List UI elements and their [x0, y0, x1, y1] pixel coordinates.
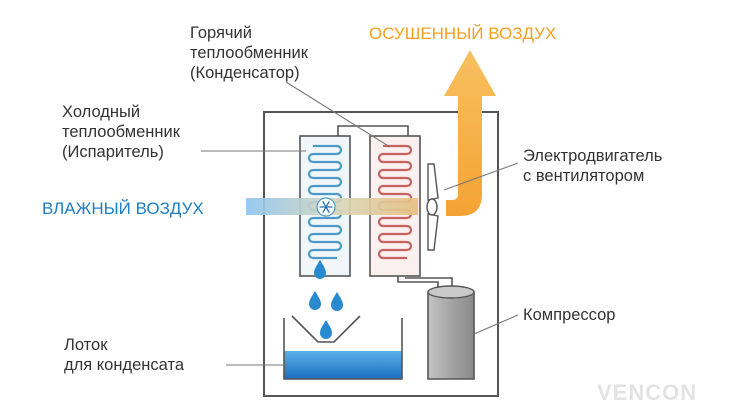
dry-air-label: ОСУШЕННЫЙ ВОЗДУХ — [369, 24, 556, 43]
refrigerant-tube-top — [337, 125, 409, 136]
condensate-tray — [283, 318, 403, 380]
tray-label: Лоток для конденсата — [64, 336, 185, 374]
fan-icon — [426, 163, 439, 251]
cold-exchanger-label: Холодный теплообменник (Испаритель) — [62, 103, 185, 161]
compressor-pointer — [473, 314, 519, 335]
compressor — [427, 285, 475, 380]
compressor-label: Компрессор — [523, 306, 615, 324]
funnel — [291, 315, 361, 343]
humid-air-label: ВЛАЖНЫЙ ВОЗДУХ — [42, 199, 204, 218]
hot-exchanger-label: Горячий теплообменник (Конденсатор) — [190, 24, 313, 82]
motor-fan-pointer — [443, 162, 519, 191]
dry-air-arrow-shape — [444, 50, 496, 216]
vencon-watermark: VENCON — [597, 380, 697, 405]
hot-exchanger-pointer — [285, 81, 391, 148]
snowflake-icon — [316, 197, 336, 217]
motor-fan-label: Электродвигатель с вентилятором — [523, 147, 667, 185]
